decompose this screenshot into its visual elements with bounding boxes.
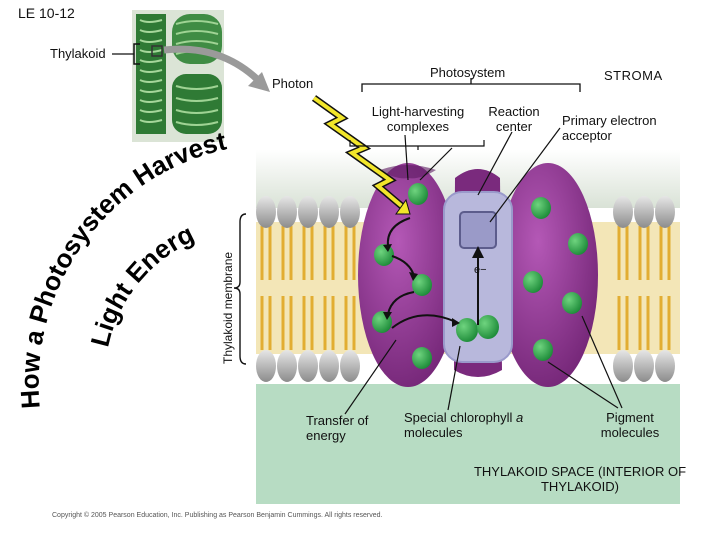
leader-lines [344,127,623,415]
thylakoid-label: Thylakoid [50,46,106,61]
page-label: LE 10-12 [18,5,75,21]
lipid-head [298,350,318,382]
thylakoid-space-label: THYLAKOID SPACE (INTERIOR OF THYLAKOID) [473,464,687,494]
zoom-arrow [163,45,261,83]
pigment-molecules-label: Pigment molecules [600,410,660,440]
electron-label: e− [474,264,487,276]
thylakoid-inset [112,10,224,142]
special-chl-suffix: molecules [404,425,463,440]
photon-label: Photon [272,76,314,91]
special-chl-prefix: Special chlorophyll [404,410,517,425]
special-chlorophyll-pair [456,315,499,342]
lipid-head [256,196,276,228]
lipid-head [277,196,297,228]
light-harvesting-complex-right [498,163,598,387]
primary-acceptor-box [459,211,497,249]
lipid-head [319,196,339,228]
lipid-head [340,196,360,228]
lipid-head [634,350,654,382]
pigment-molecules [372,183,588,369]
light-harvesting-bracket [349,140,485,150]
photosystem-bracket [361,78,581,92]
lipid-head [655,196,675,228]
special-chl-italic: a [516,410,524,425]
lipid-head [655,350,675,382]
lipid-head [256,350,276,382]
copyright: Copyright © 2005 Pearson Education, Inc.… [52,512,383,519]
lipid-head [613,350,633,382]
transfer-of-energy-label: Transfer of energy [306,413,369,443]
electron-arrow [472,246,484,325]
light-harvesting-label: Light-harvesting complexes [371,104,465,134]
lipid-head [277,350,297,382]
lipid-head [613,196,633,228]
lipid-head [340,350,360,382]
membrane-brace [233,213,247,365]
reaction-center-label: Reaction center [488,104,540,134]
lipid-head [298,196,318,228]
special-chlorophyll-label: Special chlorophyll a molecules [404,410,534,440]
primary-acceptor-label: Primary electron acceptor [562,113,657,143]
lipid-head [634,196,654,228]
thylakoid-membrane-label: Thylakoid membrane [221,251,235,364]
lipid-head [319,350,339,382]
stroma-label: STROMA [604,68,663,83]
photosystem-label: Photosystem [430,65,506,80]
thylakoid-space-region [256,384,680,504]
photon-bolt [311,95,411,215]
